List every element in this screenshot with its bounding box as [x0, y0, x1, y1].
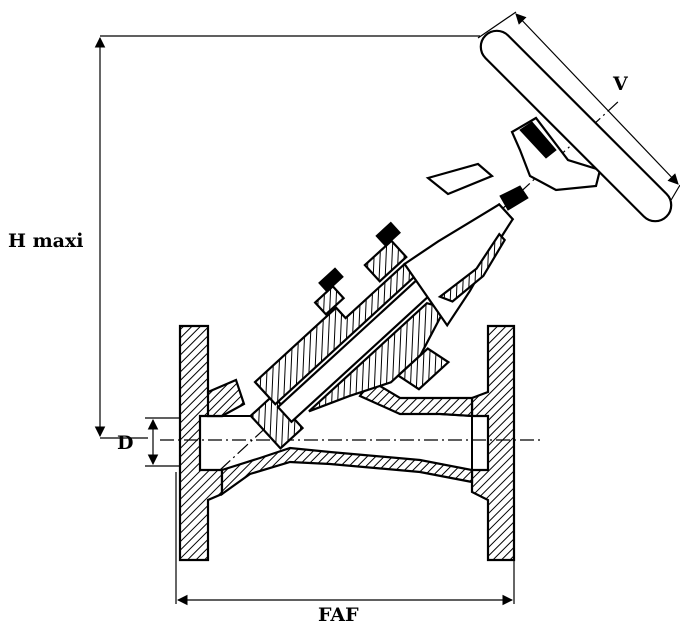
bonnet-wing [425, 162, 495, 196]
packing-nut [363, 239, 408, 283]
handwheel-extension-top [477, 11, 517, 39]
packing-bolt [375, 221, 401, 247]
right-flange [470, 324, 516, 562]
stem-collar [499, 185, 529, 211]
diameter-label: D [117, 432, 133, 454]
handwheel-hub [510, 116, 602, 192]
handwheel [479, 29, 673, 223]
bore-top-right [439, 413, 473, 417]
yoke [403, 203, 515, 328]
body-lower-wall [220, 446, 474, 497]
gland-bolt [318, 267, 344, 293]
hub-nut [519, 121, 557, 159]
valve-body [178, 324, 516, 562]
handwheel-label: V [612, 73, 629, 95]
yoke-bushing [437, 232, 507, 303]
diameter-dimension: D [117, 417, 180, 467]
face-to-face-dimension: FAF [175, 472, 515, 624]
height-dimension: H maxi [8, 35, 480, 439]
handwheel-dimension-line [515, 13, 679, 185]
body-left-neck [206, 378, 246, 418]
faf-label: FAF [318, 604, 359, 624]
height-label: H maxi [8, 230, 84, 252]
bonnet-assembly [249, 202, 515, 450]
handwheel-rim [479, 29, 673, 223]
lower-plug [396, 347, 451, 391]
gland-flange [313, 284, 346, 316]
